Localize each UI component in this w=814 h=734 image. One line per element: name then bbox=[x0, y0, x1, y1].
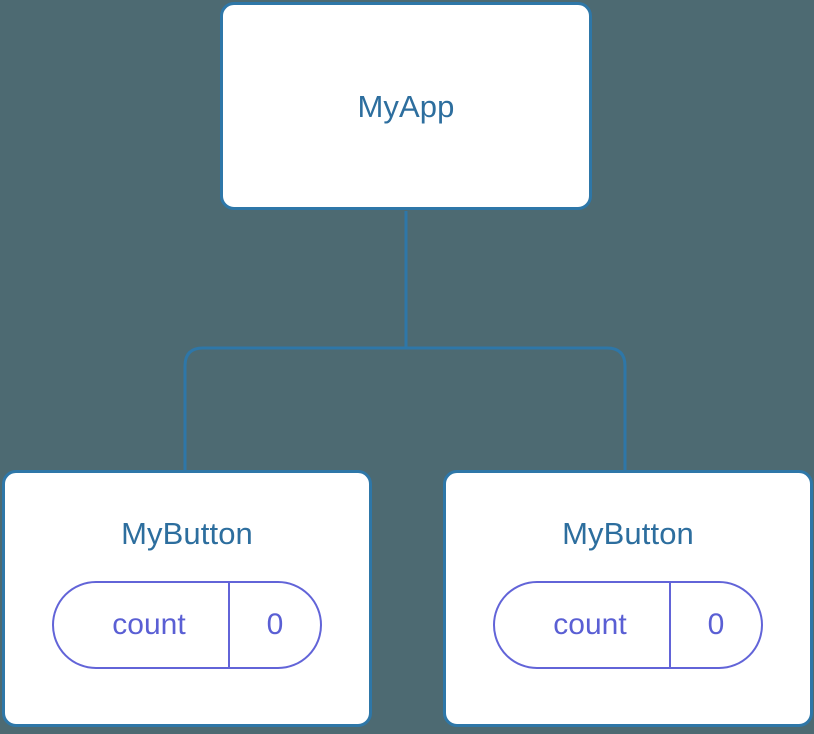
state-key: count bbox=[112, 608, 186, 641]
state-pill[interactable]: count 0 bbox=[52, 581, 322, 669]
node-title: MyButton bbox=[562, 516, 694, 551]
state-key: count bbox=[553, 608, 627, 641]
edge-to-child-1 bbox=[406, 346, 627, 474]
node-title: MyApp bbox=[357, 88, 455, 124]
state-value: 0 bbox=[669, 583, 761, 667]
node-mybutton-1[interactable]: MyButton count 0 bbox=[443, 470, 813, 727]
state-value: 0 bbox=[228, 583, 320, 667]
state-pill[interactable]: count 0 bbox=[493, 581, 763, 669]
node-title: MyButton bbox=[121, 516, 253, 551]
node-myapp[interactable]: MyApp bbox=[220, 2, 592, 210]
edge-to-child-0 bbox=[183, 346, 406, 474]
node-mybutton-0[interactable]: MyButton count 0 bbox=[2, 470, 372, 727]
